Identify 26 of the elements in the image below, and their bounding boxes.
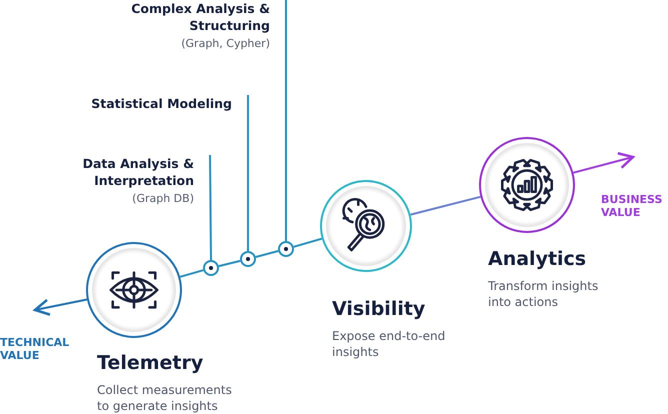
stage-description: Collect measurements to generate insights bbox=[97, 382, 233, 414]
stage-description: Transform insights into actions bbox=[488, 278, 600, 310]
connector-line bbox=[293, 238, 322, 248]
leader-line bbox=[247, 95, 249, 251]
axis-label: TECHNICAL VALUE bbox=[0, 336, 70, 362]
annotation-title: Complex Analysis & Structuring bbox=[130, 0, 270, 34]
connector-line bbox=[255, 250, 279, 258]
milestone-dot bbox=[240, 251, 256, 267]
stage-title: Analytics bbox=[488, 248, 586, 270]
connector-line bbox=[410, 196, 481, 216]
connector-line bbox=[180, 269, 204, 278]
leader-line bbox=[285, 0, 287, 241]
annotation-title: Statistical Modeling bbox=[91, 95, 232, 112]
stage-title: Telemetry bbox=[97, 352, 204, 374]
annotation-subtitle: (Graph, Cypher) bbox=[181, 37, 270, 50]
annotation-title: Data Analysis & Interpretation bbox=[82, 155, 194, 189]
arrow bbox=[573, 152, 634, 174]
arrow bbox=[34, 298, 88, 316]
milestone-dot bbox=[203, 260, 219, 276]
stage-title: Visibility bbox=[332, 298, 426, 320]
milestone-dot bbox=[278, 241, 294, 257]
annotation-subtitle: (Graph DB) bbox=[132, 192, 194, 205]
axis-label: BUSINESS VALUE bbox=[601, 193, 664, 219]
connector-line bbox=[218, 260, 240, 268]
stage-description: Expose end-to-end insights bbox=[332, 328, 446, 360]
leader-line bbox=[209, 154, 212, 260]
